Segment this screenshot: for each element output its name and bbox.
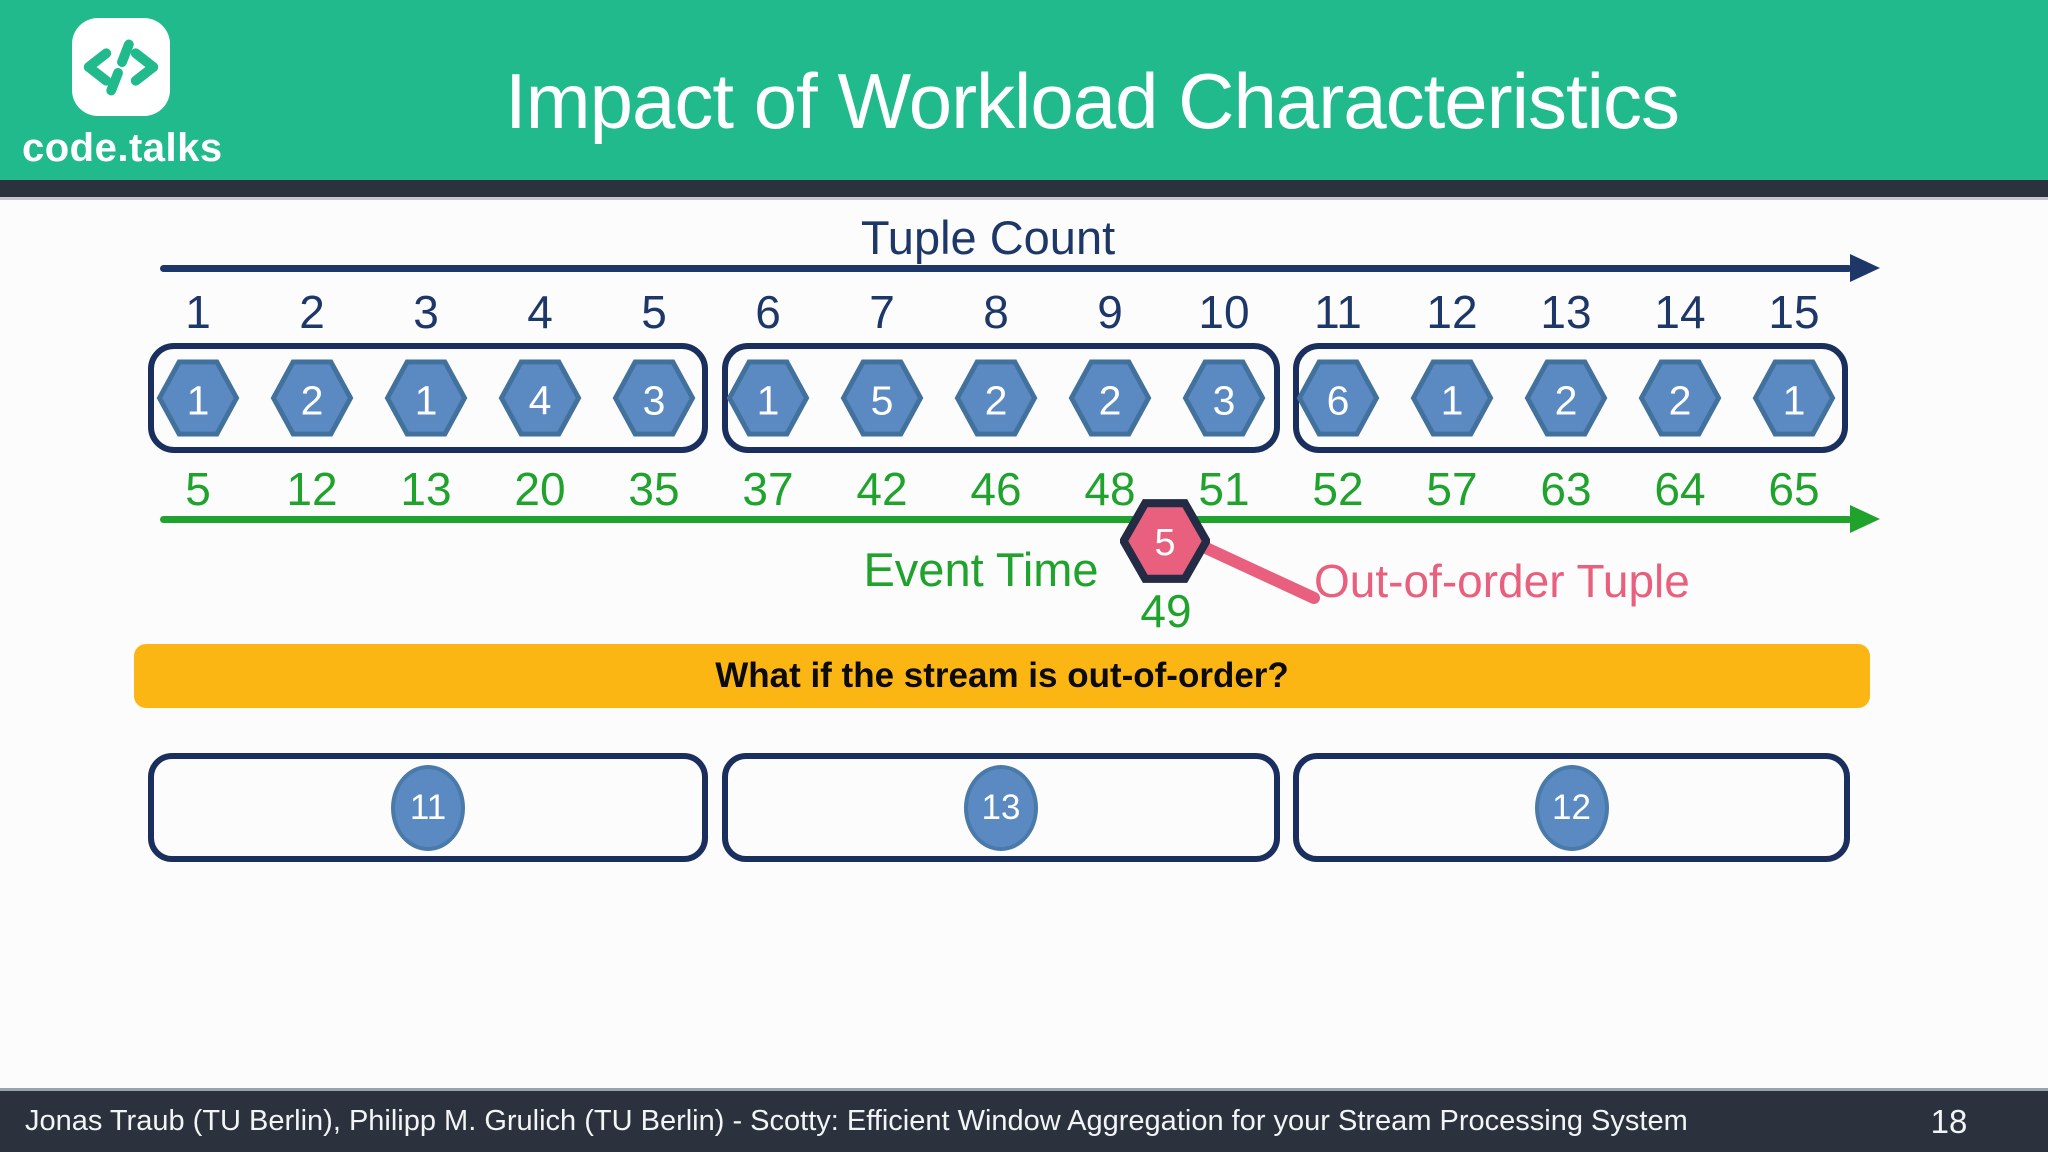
result-count-value: 13 xyxy=(981,787,1021,827)
svg-text:5: 5 xyxy=(871,377,894,423)
tuple-hexagon: 2 xyxy=(270,359,354,437)
window-group-box-3 xyxy=(1293,343,1848,453)
tuple-hexagon: 1 xyxy=(156,359,240,437)
codetalks-logo xyxy=(72,18,170,116)
result-window-box-1: 11 xyxy=(148,753,708,862)
svg-text:2: 2 xyxy=(301,377,324,423)
tuple-hexagon: 3 xyxy=(1182,359,1266,437)
tuple-count-tick: 4 xyxy=(527,286,553,338)
svg-text:4: 4 xyxy=(529,377,552,423)
event-time-tick: 42 xyxy=(856,463,908,515)
footer-hairline xyxy=(0,1088,2048,1091)
event-time-tick: 37 xyxy=(742,463,794,515)
svg-text:1: 1 xyxy=(415,377,438,423)
result-count-value: 11 xyxy=(409,787,447,827)
svg-text:2: 2 xyxy=(1669,377,1692,423)
event-time-tick: 64 xyxy=(1654,463,1706,515)
event-time-tick: 35 xyxy=(628,463,680,515)
svg-text:1: 1 xyxy=(1783,377,1806,423)
event-time-tick: 48 xyxy=(1084,463,1136,515)
svg-text:3: 3 xyxy=(643,377,666,423)
header: code.talks Impact of Workload Characteri… xyxy=(0,0,2048,180)
window-group-box-2 xyxy=(722,343,1280,453)
event-axis-arrow xyxy=(160,516,1852,523)
tuple-count-tick: 14 xyxy=(1654,286,1706,338)
tuple-hexagon: 4 xyxy=(498,359,582,437)
event-arrowhead-icon xyxy=(1850,505,1880,533)
tuple-count-tick: 5 xyxy=(641,286,667,338)
svg-text:1: 1 xyxy=(1441,377,1464,423)
footer-credit: Jonas Traub (TU Berlin), Philipp M. Grul… xyxy=(25,1105,1688,1137)
tuple-count-tick: 7 xyxy=(869,286,895,338)
footer xyxy=(0,1091,2048,1152)
event-time-tick: 46 xyxy=(970,463,1022,515)
event-time-tick: 51 xyxy=(1198,463,1250,515)
svg-text:6: 6 xyxy=(1327,377,1350,423)
result-count-value: 12 xyxy=(1552,787,1591,827)
svg-text:2: 2 xyxy=(985,377,1008,423)
event-time-tick: 52 xyxy=(1312,463,1364,515)
tuple-count-tick: 10 xyxy=(1198,286,1250,338)
header-hairline xyxy=(0,197,2048,200)
svg-text:3: 3 xyxy=(1213,377,1236,423)
event-time-tick: 12 xyxy=(286,463,338,515)
event-time-tick: 65 xyxy=(1768,463,1820,515)
header-divider xyxy=(0,180,2048,197)
tuple-count-tick: 9 xyxy=(1097,286,1123,338)
svg-text:1: 1 xyxy=(187,377,210,423)
svg-text:5: 5 xyxy=(1154,522,1175,564)
result-count-circle: 12 xyxy=(1534,764,1609,851)
event-time-label: Event Time xyxy=(863,543,1099,596)
tuple-count-tick: 12 xyxy=(1426,286,1478,338)
tuple-count-tick: 1 xyxy=(185,286,211,338)
tuple-count-label: Tuple Count xyxy=(860,211,1116,264)
event-time-tick: 20 xyxy=(514,463,566,515)
tuple-count-tick: 3 xyxy=(413,286,439,338)
tuple-hexagon: 2 xyxy=(1068,359,1152,437)
tuple-hexagon: 2 xyxy=(1524,359,1608,437)
tuple-hexagon: 2 xyxy=(1638,359,1722,437)
tuple-hexagon: 1 xyxy=(1752,359,1836,437)
tuple-hexagon: 2 xyxy=(954,359,1038,437)
page-number: 18 xyxy=(1930,1103,1968,1140)
result-window-box-3: 12 xyxy=(1293,753,1850,862)
result-count-circle: 13 xyxy=(964,764,1038,851)
tuple-count-tick: 15 xyxy=(1768,286,1820,338)
code-icon xyxy=(83,39,159,96)
tuple-count-tick: 6 xyxy=(755,286,781,338)
tuple-hexagon: 3 xyxy=(612,359,696,437)
page-title: Impact of Workload Characteristics xyxy=(505,57,1680,145)
tuple-count-tick: 13 xyxy=(1540,286,1592,338)
question-banner-text: What if the stream is out-of-order? xyxy=(715,656,1289,695)
question-banner: What if the stream is out-of-order? xyxy=(134,644,1870,708)
out-of-order-hexagon: 5 xyxy=(1120,499,1210,583)
out-of-order-timestamp: 49 xyxy=(1140,585,1192,637)
svg-text:2: 2 xyxy=(1555,377,1578,423)
tuple-count-tick: 2 xyxy=(299,286,325,338)
tuple-hexagon: 1 xyxy=(1410,359,1494,437)
result-count-circle: 11 xyxy=(391,764,465,851)
event-time-tick: 63 xyxy=(1540,463,1592,515)
tuple-arrowhead-icon xyxy=(1850,254,1880,282)
tuple-count-tick: 8 xyxy=(983,286,1009,338)
result-window-box-2: 13 xyxy=(722,753,1280,862)
window-group-box-1 xyxy=(148,343,708,453)
tuple-hexagon: 1 xyxy=(384,359,468,437)
callout-line xyxy=(1200,542,1320,604)
tuple-hexagon: 5 xyxy=(840,359,924,437)
svg-text:1: 1 xyxy=(757,377,780,423)
event-time-tick: 57 xyxy=(1426,463,1478,515)
event-time-tick: 5 xyxy=(185,463,211,515)
logo-text: code.talks xyxy=(22,126,223,170)
out-of-order-label: Out-of-order Tuple xyxy=(1314,555,1690,607)
tuple-axis-arrow xyxy=(160,265,1852,272)
svg-text:2: 2 xyxy=(1099,377,1122,423)
tuple-hexagon: 1 xyxy=(726,359,810,437)
tuple-hexagon: 6 xyxy=(1296,359,1380,437)
tuple-count-tick: 11 xyxy=(1314,286,1362,338)
event-time-tick: 13 xyxy=(400,463,452,515)
